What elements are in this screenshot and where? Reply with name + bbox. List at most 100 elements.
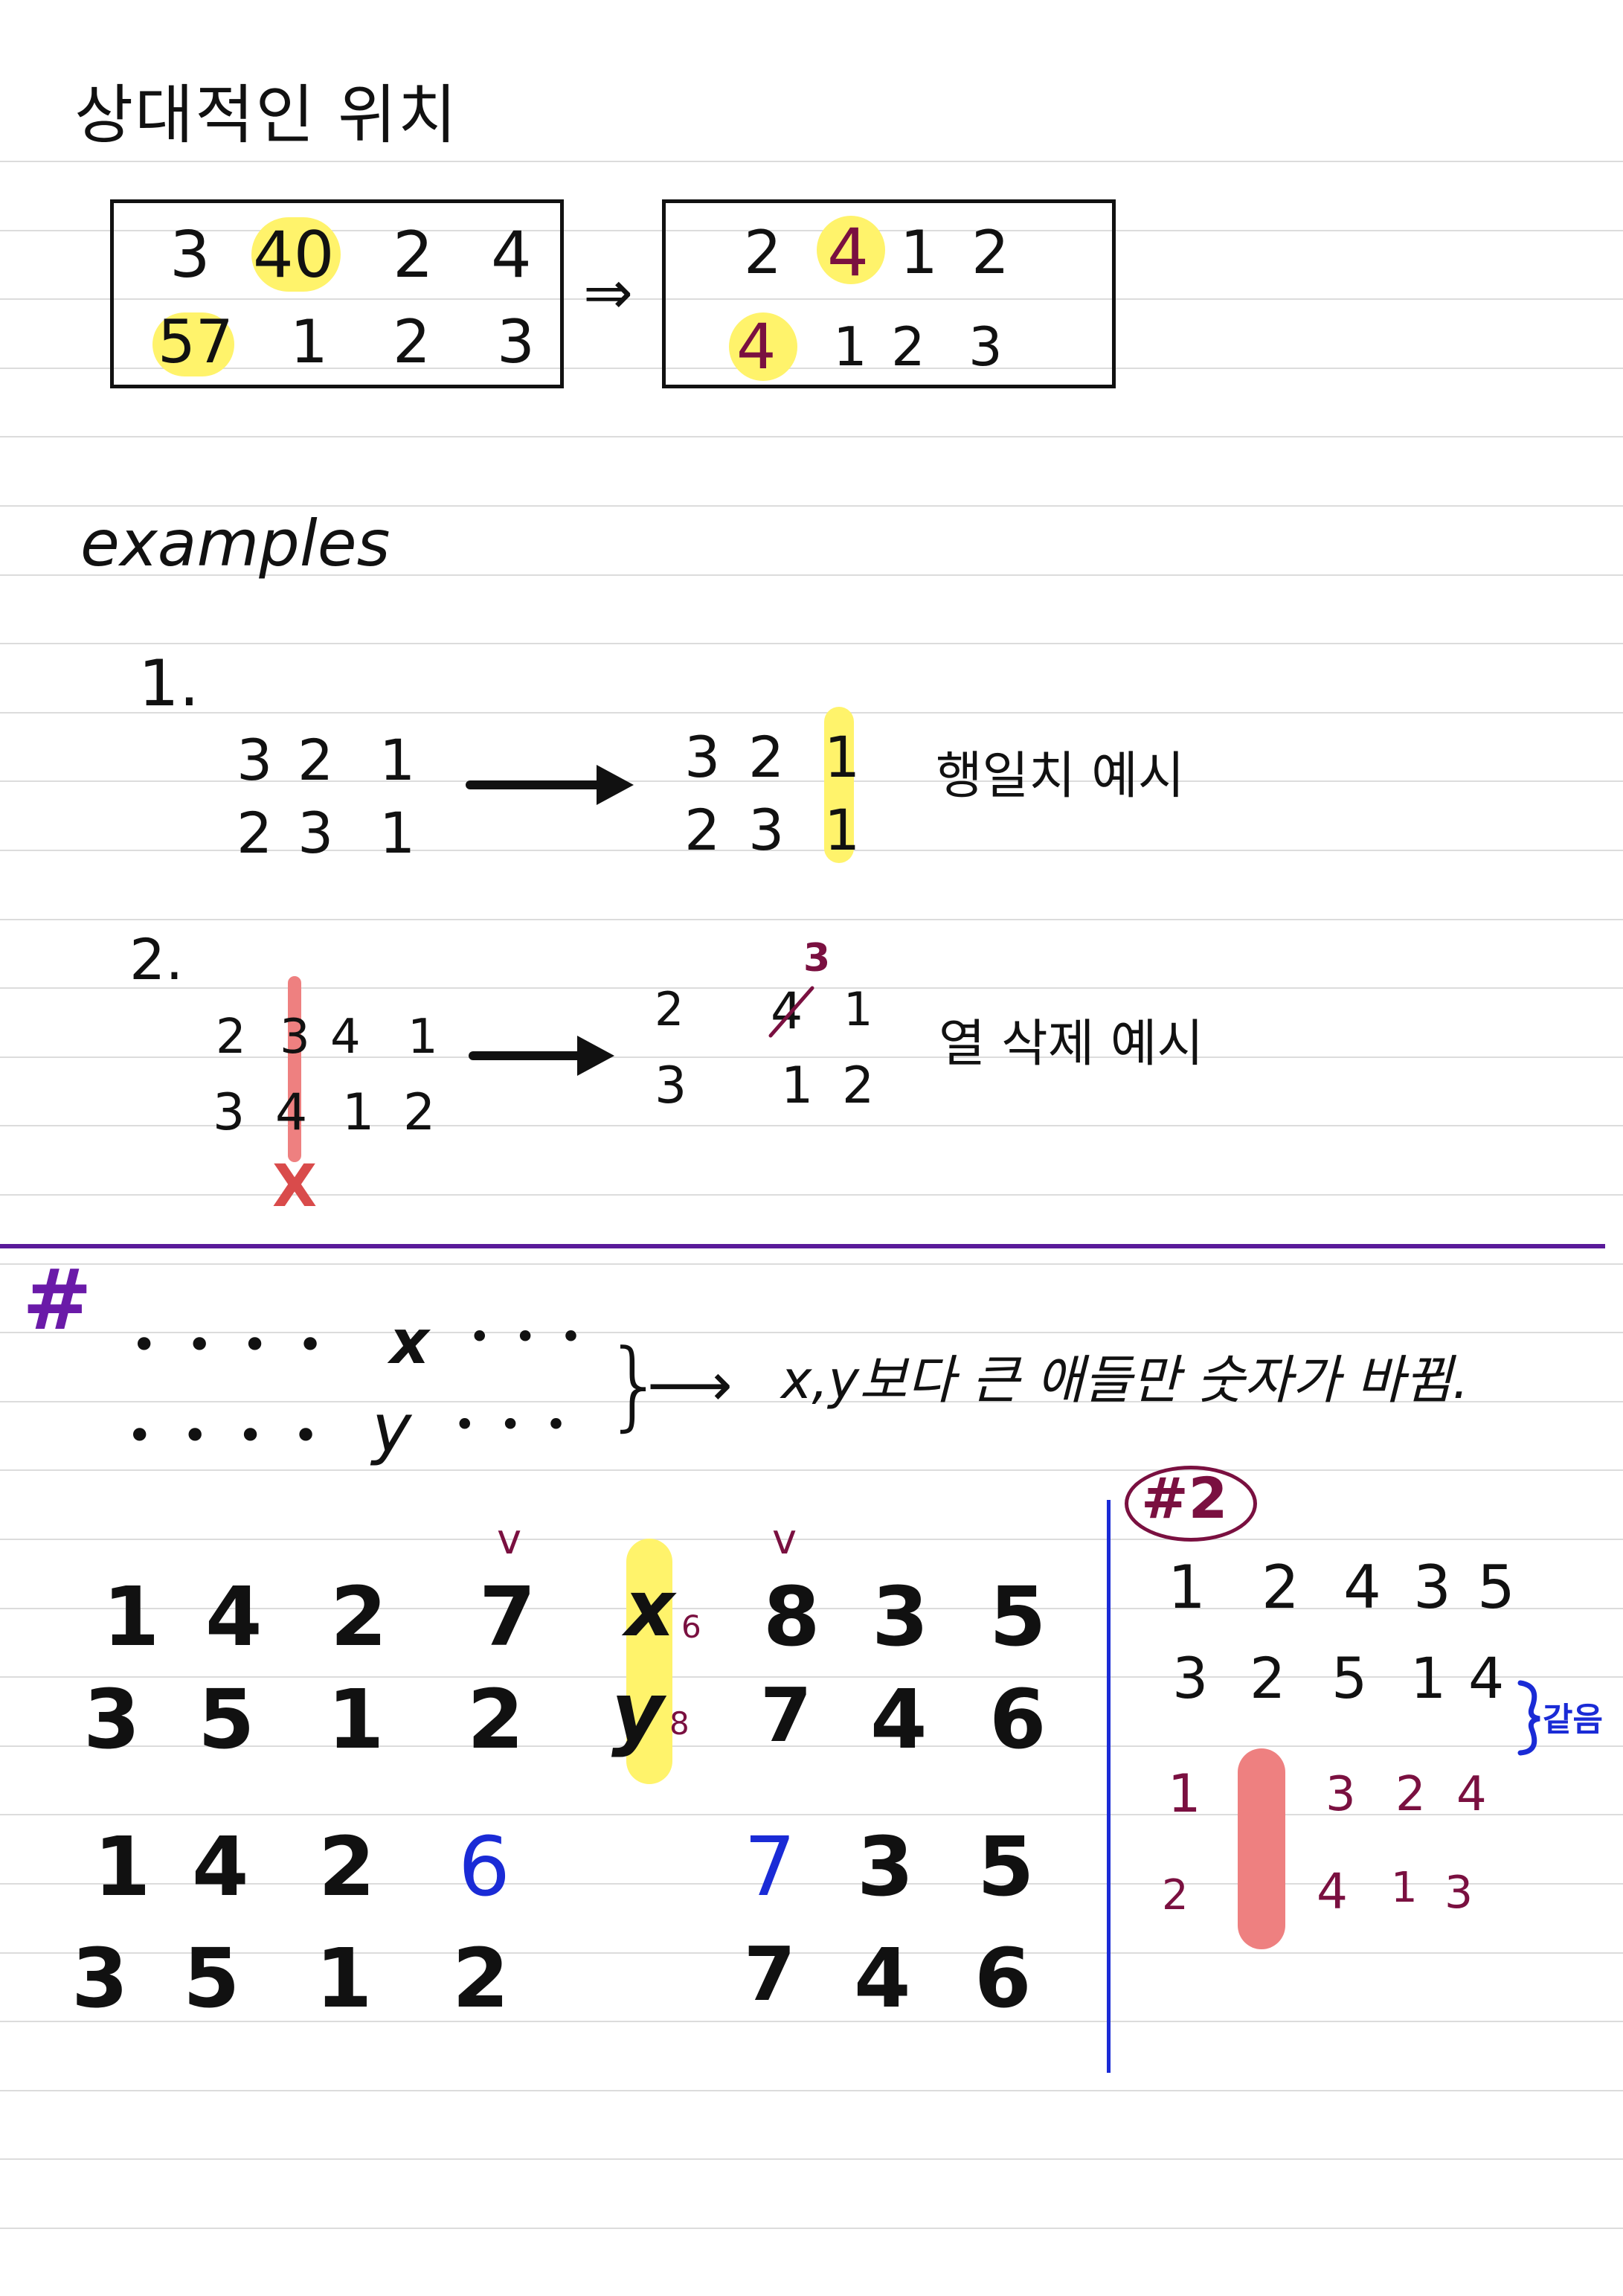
cell: 3	[298, 800, 334, 866]
section2-note: x,y보다 큰 애들만 숫자가 바뀜.	[781, 1350, 1469, 1411]
cell: 6	[974, 1931, 1032, 2026]
cell: 2	[744, 218, 782, 287]
cell: 3	[748, 797, 785, 863]
cell: 4	[1343, 1553, 1381, 1622]
cell: 3	[280, 1010, 310, 1065]
cell: 7	[744, 1819, 796, 1914]
cell: 3	[872, 1569, 929, 1664]
cell: 5	[183, 1931, 240, 2026]
dots: • • •	[454, 1403, 573, 1446]
cell: 1	[1168, 1763, 1201, 1824]
ruled-line	[0, 1883, 1623, 1885]
cell: 4	[870, 1672, 928, 1767]
left-box	[110, 199, 564, 388]
ruled-line	[0, 2021, 1623, 2022]
highlight-4-bottom	[729, 312, 797, 381]
cell: 3	[83, 1672, 141, 1767]
cell: 1	[379, 727, 416, 793]
x-subscript: 6	[681, 1609, 701, 1645]
cell: 2	[684, 797, 721, 863]
cell: 2	[467, 1672, 524, 1767]
cell: 5	[989, 1569, 1047, 1664]
cell: x	[625, 1563, 675, 1654]
ruled-line	[0, 2228, 1623, 2229]
cell: 2	[216, 1010, 246, 1065]
example2-strike-column	[288, 976, 301, 1162]
bracket-icon	[1517, 1680, 1540, 1756]
example2-caption: 열 삭제 예시	[939, 1015, 1204, 1074]
cell: 2	[891, 315, 925, 378]
cell: 2	[1162, 1871, 1189, 1920]
ruled-line	[0, 2158, 1623, 2160]
dots: • • • •	[131, 1319, 331, 1371]
example1-caption: 행일치 예시	[936, 747, 1185, 806]
cell: 3	[1413, 1553, 1451, 1622]
var-x: x	[390, 1307, 429, 1378]
highlight-57	[152, 312, 234, 376]
hash-mark: #	[22, 1252, 92, 1349]
cell: 1	[824, 797, 861, 863]
cell: 2	[655, 982, 684, 1036]
ruled-line	[0, 712, 1623, 714]
cell: 7	[744, 1931, 796, 2018]
cell: 4	[827, 214, 869, 291]
cell: 3	[684, 724, 721, 790]
ruled-line	[0, 1539, 1623, 1540]
cell: 40	[253, 218, 335, 292]
cell: 3	[1325, 1767, 1356, 1822]
cell: 1	[824, 724, 861, 790]
ruled-line	[0, 1676, 1623, 1678]
ruled-line	[0, 574, 1623, 576]
cell: 2	[842, 1056, 875, 1115]
cell: 3	[1172, 1645, 1209, 1711]
cell: 1	[1410, 1645, 1447, 1711]
cell: 2	[1395, 1767, 1426, 1822]
cell: 3	[655, 1056, 687, 1115]
side-label: #2	[1141, 1465, 1228, 1531]
ruled-line	[0, 161, 1623, 162]
ruled-line	[0, 850, 1623, 851]
page-title: 상대적인 위치	[74, 78, 459, 153]
cell: 1	[843, 982, 873, 1036]
cell: 4	[192, 1819, 249, 1914]
cell: 4	[854, 1931, 911, 2026]
cell: 2	[393, 218, 434, 292]
ruled-line	[0, 1401, 1623, 1402]
cell: 1	[1391, 1864, 1418, 1912]
ruled-line	[0, 1745, 1623, 1747]
ruled-line	[0, 780, 1623, 782]
check-mark: v	[772, 1516, 797, 1564]
cell: 1	[290, 307, 328, 376]
ruled-line	[0, 1332, 1623, 1333]
cell: 2	[748, 724, 785, 790]
cell: 4	[330, 1010, 361, 1065]
ruled-line	[0, 1469, 1623, 1471]
ruled-line	[0, 368, 1623, 369]
highlight-4-top	[817, 216, 885, 284]
cell: 3	[1444, 1867, 1473, 1919]
cell: 3	[213, 1083, 245, 1142]
ruled-line	[0, 1194, 1623, 1196]
example2-number: 2.	[129, 926, 184, 993]
cell: 7	[760, 1672, 812, 1759]
cell: 5	[977, 1819, 1035, 1914]
ruled-line	[0, 298, 1623, 300]
cell: 4	[1317, 1863, 1348, 1920]
cell: 2	[1262, 1553, 1299, 1622]
cell: 3	[857, 1819, 914, 1914]
dots: • • • •	[126, 1410, 327, 1462]
cell: 5	[1331, 1645, 1368, 1711]
examples-heading: examples	[80, 507, 391, 581]
check-mark: v	[497, 1516, 522, 1564]
brace: }	[604, 1328, 666, 1441]
example1-arrow-icon	[466, 765, 634, 805]
ruled-line	[0, 1056, 1623, 1058]
cell: 2	[237, 800, 273, 866]
cell: 1	[103, 1569, 160, 1664]
cell: 1	[342, 1083, 375, 1142]
cell: 2	[452, 1931, 510, 2026]
cell: 4	[1468, 1645, 1505, 1711]
cell: 7	[479, 1569, 536, 1664]
cell: 4	[205, 1569, 263, 1664]
